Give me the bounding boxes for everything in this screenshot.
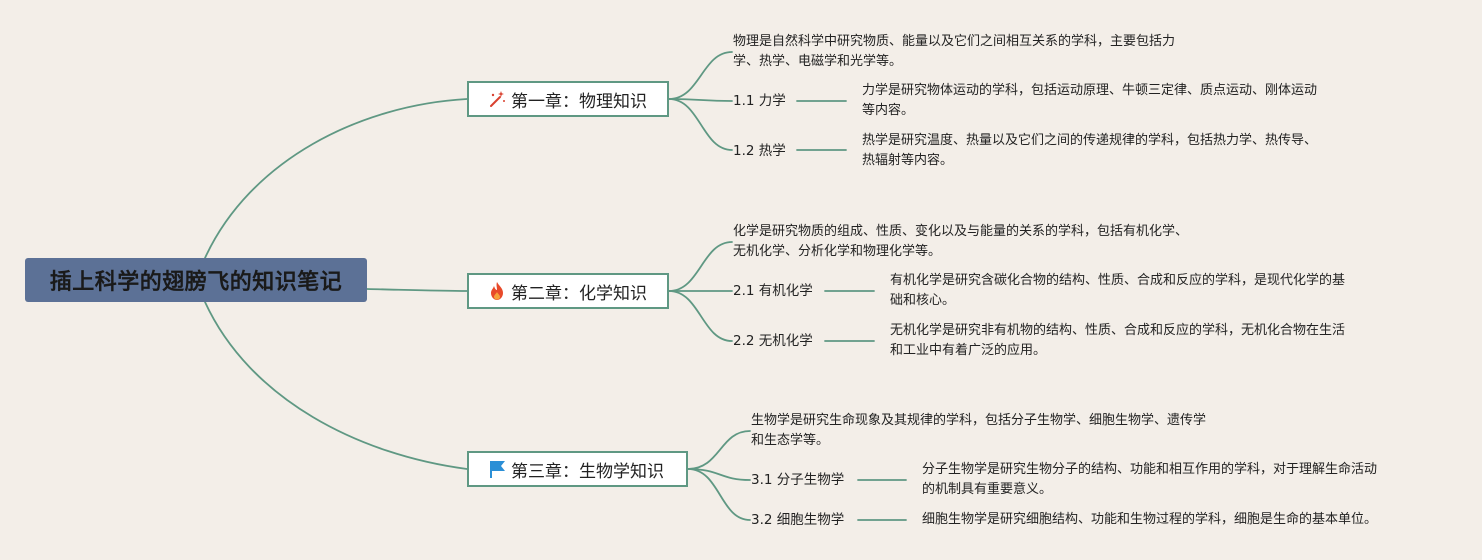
connector-ch3-s2 [687,468,751,521]
root-node[interactable]: 插上科学的翅膀飞的知识笔记 [25,258,367,302]
chapter-label: 第二章：化学知识 [511,283,647,304]
connector-ch2-summary [668,241,733,292]
section-desc: 细胞生物学是研究细胞结构、功能和生物过程的学科，细胞是生命的基本单位。 [922,512,1378,527]
magic-wand-icon [490,91,505,107]
connector-root-ch3 [204,301,468,470]
connector-root-ch1 [204,98,468,259]
section-desc: 热学是研究温度、热量以及它们之间的传递规律的学科，包括热力学、热传导、 热辐射等… [862,133,1318,168]
section-desc: 无机化学是研究非有机物的结构、性质、合成和反应的学科，无机化合物在生活 和工业中… [890,323,1346,358]
chapter-summary: 物理是自然科学中研究物质、能量以及它们之间相互关系的学科，主要包括力 学、热学、… [733,34,1176,69]
section-label[interactable]: 1.2 热学 [733,143,786,159]
section-label[interactable]: 2.2 无机化学 [733,333,813,349]
section-desc: 分子生物学是研究生物分子的结构、功能和相互作用的学科，对于理解生命活动 的机制具… [922,462,1378,497]
chapter-node-biology[interactable]: 第三章：生物学知识 [467,451,688,487]
chapter-summary: 化学是研究物质的组成、性质、变化以及与能量的关系的学科，包括有机化学、 无机化学… [733,224,1189,259]
section-label[interactable]: 3.1 分子生物学 [751,472,845,488]
chapter-summary: 生物学是研究生命现象及其规律的学科，包括分子生物学、细胞生物学、遗传学 和生态学… [751,413,1207,448]
connector-ch3-summary [687,430,751,470]
connector-root-ch2 [366,288,468,292]
section-label[interactable]: 3.2 细胞生物学 [751,512,845,528]
chapter-node-chemistry[interactable]: 第二章：化学知识 [467,273,669,309]
chapter-label: 第三章：生物学知识 [511,461,664,482]
connector-ch1-s2 [668,98,733,151]
root-title: 插上科学的翅膀飞的知识笔记 [49,270,343,295]
flag-icon [490,461,505,478]
chapter-label: 第一章：物理知识 [511,91,647,112]
section-desc: 力学是研究物体运动的学科，包括运动原理、牛顿三定律、质点运动、刚体运动 等内容。 [862,83,1318,118]
connector-ch2-s2 [668,290,733,342]
chapter-node-physics[interactable]: 第一章：物理知识 [467,81,669,117]
connector-ch1-summary [668,51,733,100]
section-label[interactable]: 2.1 有机化学 [733,283,813,299]
section-label[interactable]: 1.1 力学 [733,93,786,109]
section-desc: 有机化学是研究含碳化合物的结构、性质、合成和反应的学科，是现代化学的基 础和核心… [890,273,1346,308]
fire-icon [491,282,503,300]
